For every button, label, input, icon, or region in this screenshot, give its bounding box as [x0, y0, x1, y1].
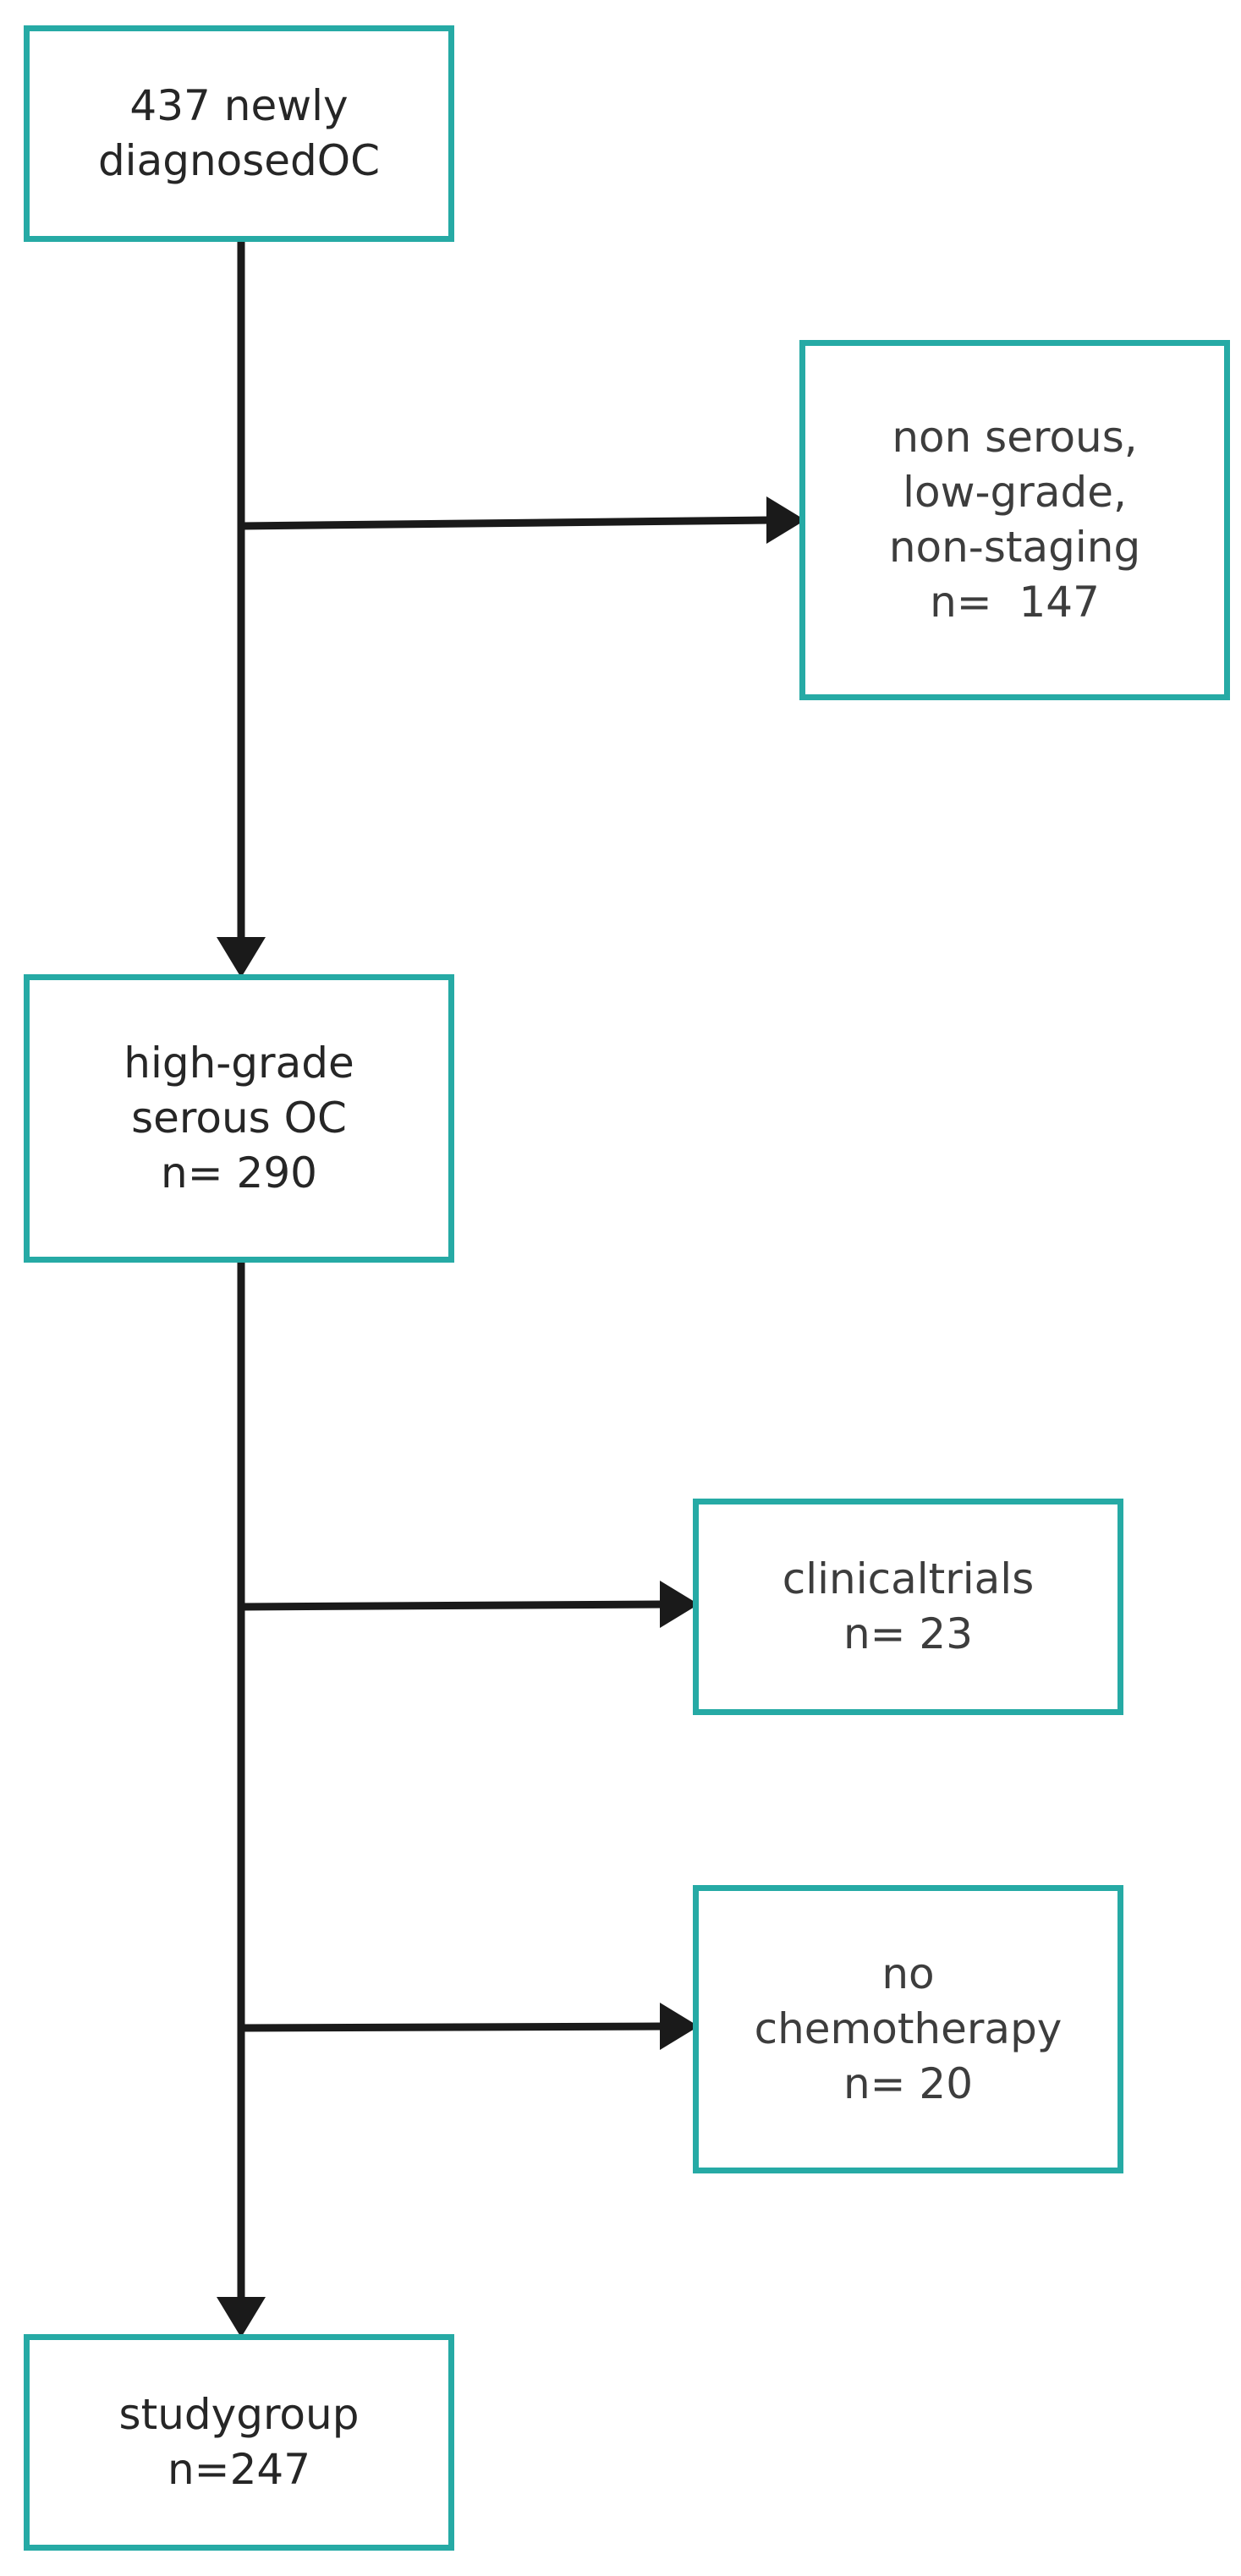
box-text-line: serous OC — [131, 1093, 347, 1143]
box-text-line: 437 newly — [129, 81, 349, 130]
arrowhead-to-high-grade — [217, 937, 266, 978]
box-text-line: n=247 — [167, 2445, 311, 2494]
box-exclusion-no-chemotherapy: no chemotherapy n= 20 — [693, 1885, 1123, 2173]
box-high-grade-serous: high-grade serous OC n= 290 — [24, 974, 454, 1263]
box-study-group: studygroup n=247 — [24, 2334, 454, 2551]
box-text-line: studygroup — [118, 2390, 360, 2439]
box-text-line: clinicaltrials — [782, 1554, 1035, 1603]
arrowhead-to-exclusion-3 — [660, 2003, 699, 2050]
box-text-line: non serous, — [892, 413, 1138, 462]
box-text-line: low-grade, — [903, 468, 1127, 517]
arrowhead-to-exclusion-1 — [766, 496, 805, 544]
box-exclusion-non-serous: non serous, low-grade, non-staging n= 14… — [799, 340, 1230, 700]
box-text-line: n= 147 — [930, 578, 1100, 627]
arrowhead-to-study-group — [217, 2297, 266, 2338]
arrowhead-to-exclusion-2 — [660, 1581, 699, 1628]
branch-line-exclusion-1 — [240, 516, 771, 530]
box-text-line: chemotherapy — [754, 2004, 1063, 2053]
box-exclusion-clinical-trials: clinicaltrials n= 23 — [693, 1499, 1123, 1715]
box-newly-diagnosed: 437 newly diagnosedOC — [24, 25, 454, 242]
box-text-line: no — [881, 1949, 935, 1998]
box-text-line: n= 290 — [161, 1148, 317, 1198]
box-text-line: high-grade — [124, 1039, 354, 1088]
box-text-line: diagnosedOC — [97, 136, 381, 185]
box-text-line: non-staging — [888, 523, 1141, 572]
box-text-line: n= 20 — [843, 2059, 974, 2108]
box-text-line: n= 23 — [843, 1609, 974, 1658]
branch-line-exclusion-3 — [240, 2022, 665, 2032]
branch-line-exclusion-2 — [240, 1600, 665, 1611]
